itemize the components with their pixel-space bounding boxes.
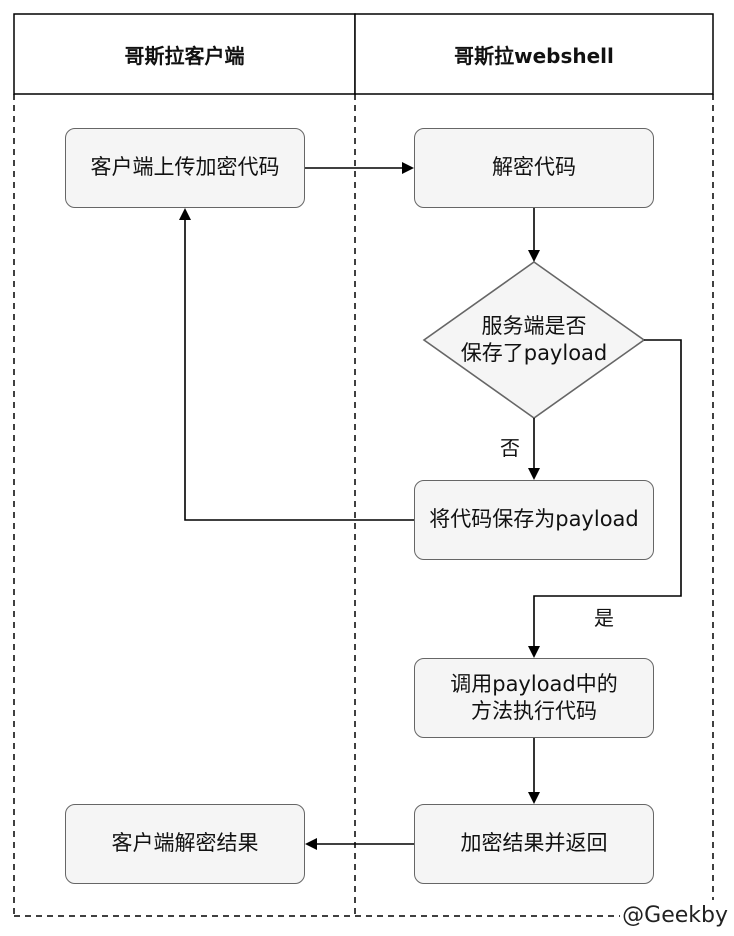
client-lane-header [13, 13, 356, 95]
edge-label-no: 否 [500, 436, 520, 460]
server-lane-title: 哥斯拉webshell [454, 43, 614, 68]
client-lane-title: 哥斯拉客户端 [124, 43, 245, 68]
server-lane-header [354, 13, 714, 95]
node-client-decrypt-result: 客户端解密结果 [65, 804, 305, 884]
watermark: @Geekby [622, 903, 728, 928]
edge-decision-yes [528, 339, 682, 658]
node-call-payload-method: 调用payload中的 方法执行代码 [414, 658, 654, 738]
node-save-as-payload: 将代码保存为payload [414, 480, 654, 560]
node-upload-encrypted-code: 客户端上传加密代码 [65, 128, 305, 208]
edge-save-to-upload [179, 208, 414, 521]
node-decrypt-code: 解密代码 [414, 128, 654, 208]
lane-borders [13, 94, 714, 917]
node-decision-text: 服务端是否 保存了payload [460, 313, 608, 365]
edge-label-yes: 是 [594, 606, 614, 630]
node-encrypt-and-return: 加密结果并返回 [414, 804, 654, 884]
